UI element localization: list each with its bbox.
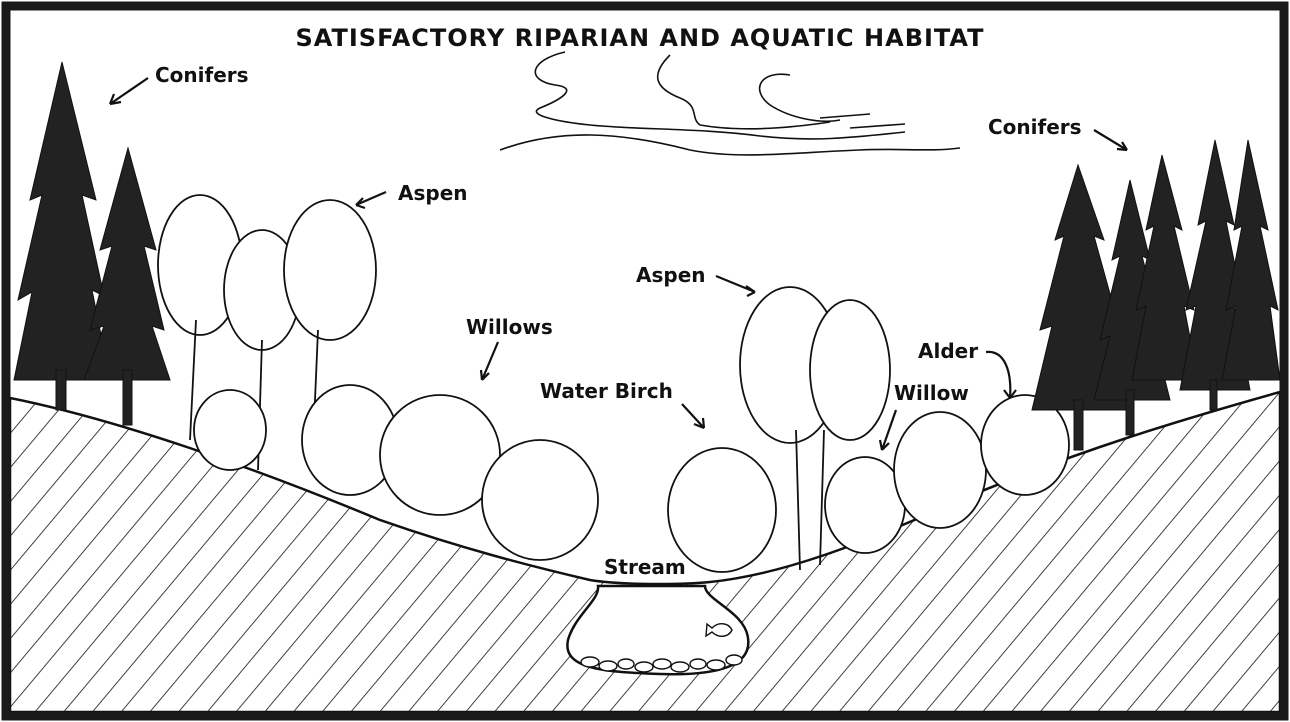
label-aspen-left: Aspen xyxy=(398,181,468,205)
label-aspen-right: Aspen xyxy=(636,263,706,287)
label-willows: Willows xyxy=(466,315,553,339)
label-alder: Alder xyxy=(918,339,978,363)
label-conifers-right: Conifers xyxy=(988,115,1082,139)
label-stream: Stream xyxy=(604,555,686,579)
label-willow: Willow xyxy=(894,381,969,405)
water-birch-shrub xyxy=(668,448,776,572)
label-conifers-left: Conifers xyxy=(155,63,249,87)
diagram-title: SATISFACTORY RIPARIAN AND AQUATIC HABITA… xyxy=(296,24,985,52)
label-water-birch: Water Birch xyxy=(540,379,673,403)
